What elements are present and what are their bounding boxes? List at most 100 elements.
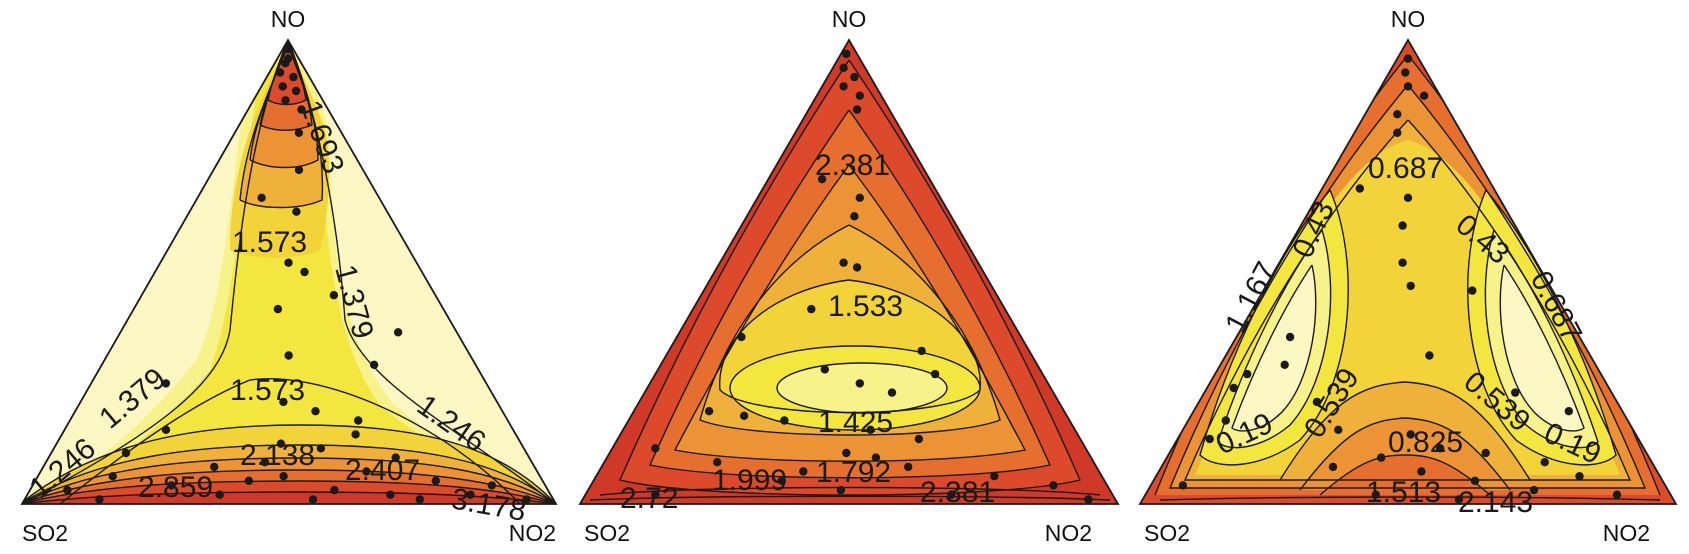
data-point: [1377, 453, 1386, 462]
data-point: [1280, 360, 1289, 369]
points-panel-2: [651, 49, 1093, 504]
contour-label: 1.533: [828, 290, 903, 323]
data-point: [1403, 193, 1413, 202]
data-point: [289, 72, 298, 82]
contour-label: 1.573: [232, 226, 307, 259]
data-point: [329, 291, 339, 300]
data-point: [311, 407, 320, 416]
data-point: [276, 439, 286, 448]
data-point: [807, 304, 816, 314]
vertex-label-right: NO2: [509, 520, 556, 546]
vertex-label-top: NO: [832, 6, 867, 32]
data-point: [161, 379, 171, 388]
vertex-label-left: SO2: [1144, 520, 1190, 546]
data-point: [1468, 286, 1477, 295]
data-point: [947, 490, 956, 499]
data-point: [431, 476, 440, 485]
data-point: [316, 444, 326, 453]
data-point: [855, 91, 864, 100]
data-point: [914, 434, 924, 444]
data-point: [1575, 472, 1584, 481]
data-point: [842, 49, 851, 59]
data-point: [777, 476, 786, 485]
ternary-panel-3: 0.687 0.43 0.43 1.167 0.687 0.539 0.539 …: [1138, 6, 1678, 546]
data-point: [1454, 495, 1464, 504]
data-point: [63, 485, 72, 495]
data-point: [284, 351, 293, 360]
data-point: [1425, 351, 1434, 360]
contour-label: 2.859: [138, 471, 213, 504]
contour-label: 2.138: [240, 439, 315, 472]
data-point: [291, 86, 301, 96]
data-point: [866, 425, 875, 434]
data-point: [362, 467, 371, 476]
data-point: [108, 472, 117, 481]
data-point: [836, 485, 846, 495]
data-point: [330, 485, 339, 495]
data-point: [279, 472, 288, 481]
triangle-frame-1: [20, 38, 558, 505]
contour-label: 1.573: [230, 374, 305, 407]
data-point: [852, 263, 862, 272]
contour-label: 2.143: [1458, 486, 1533, 519]
data-point: [95, 495, 104, 504]
data-point: [487, 481, 497, 490]
data-point: [990, 472, 999, 481]
data-point: [300, 267, 309, 277]
data-point: [817, 175, 827, 184]
contour-label: 2.72: [620, 482, 678, 515]
vertex-label-right: NO2: [1603, 520, 1650, 546]
contour-label: 1.425: [818, 406, 893, 439]
data-point: [284, 258, 293, 267]
data-point: [1355, 184, 1365, 193]
data-point: [1564, 407, 1574, 416]
ternary-panel-2: 2.381 1.533 1.425 1.999 1.792 2.72 2.381…: [578, 6, 1120, 546]
contour-fill-3: [1140, 40, 1676, 504]
data-point: [1393, 110, 1402, 119]
data-point: [275, 68, 285, 77]
data-point: [855, 193, 864, 202]
data-point: [651, 444, 660, 453]
contour-label: 0.825: [1388, 426, 1463, 459]
vertex-label-top: NO: [1391, 6, 1426, 32]
data-point: [1481, 448, 1490, 458]
data-point: [279, 397, 288, 407]
contour-label: 2.381: [920, 476, 995, 509]
data-point: [737, 332, 746, 342]
data-point: [871, 453, 881, 462]
data-point: [393, 328, 403, 337]
data-point: [1417, 467, 1426, 476]
data-point: [466, 490, 475, 499]
data-point: [839, 258, 848, 267]
data-point: [210, 462, 219, 472]
triangle-frame-3: [1138, 38, 1678, 505]
data-point: [215, 490, 224, 499]
contour-labels-2: 2.381 1.533 1.425 1.999 1.792 2.72 2.381: [620, 149, 995, 515]
data-point: [297, 105, 306, 114]
data-point: [904, 462, 913, 472]
triangle-frame-2: [578, 38, 1120, 505]
data-point: [281, 59, 290, 68]
data-point: [739, 411, 749, 420]
points-panel-1: [63, 45, 531, 504]
data-point: [1285, 332, 1295, 342]
data-point: [308, 495, 318, 504]
data-point: [713, 458, 722, 467]
data-point: [1406, 281, 1415, 291]
data-point: [161, 425, 171, 434]
contour-label: 1.513: [1366, 476, 1441, 509]
data-point: [1398, 258, 1407, 267]
data-point: [273, 304, 283, 314]
data-point: [1398, 221, 1407, 230]
data-point: [651, 490, 660, 499]
contour-label: 2.407: [345, 454, 420, 487]
data-point: [1049, 481, 1058, 490]
data-point: [283, 45, 293, 54]
data-point: [1529, 485, 1539, 495]
data-point: [850, 72, 859, 82]
data-point: [244, 476, 254, 485]
data-point: [1205, 434, 1214, 444]
data-point: [1403, 82, 1413, 91]
data-point: [850, 212, 859, 221]
